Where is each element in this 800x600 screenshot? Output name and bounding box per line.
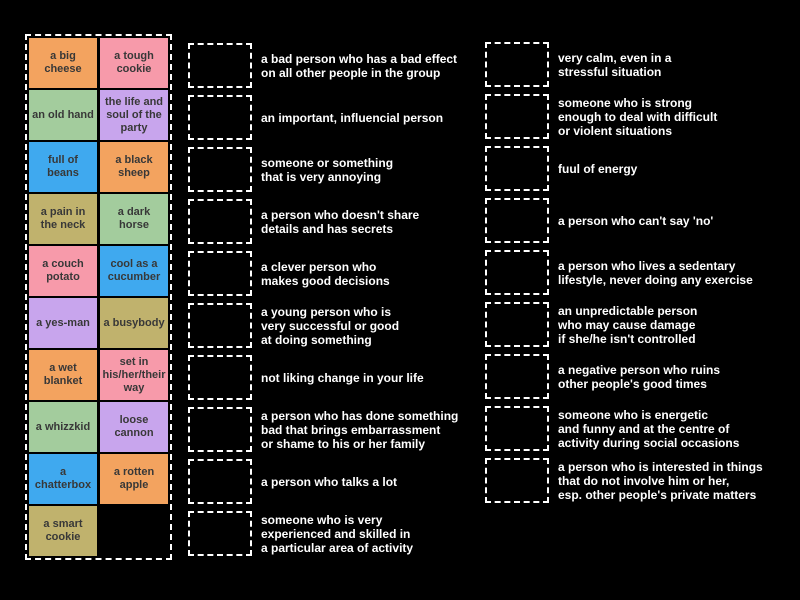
- definition-text: someone who is strong enough to deal wit…: [558, 95, 718, 138]
- keyword-card[interactable]: a black sheep: [100, 142, 168, 192]
- definition-text: a person who is interested in things tha…: [558, 459, 763, 502]
- definition-text: someone who is very experienced and skil…: [261, 512, 414, 555]
- definition-text: a person who has done something bad that…: [261, 408, 459, 451]
- definition-text: a person who can't say 'no': [558, 213, 714, 228]
- keyword-card[interactable]: a pain in the neck: [29, 194, 97, 244]
- definition-row: a person who is interested in things tha…: [485, 458, 763, 503]
- answer-drop-zone[interactable]: [188, 95, 252, 140]
- definition-text: an important, influencial person: [261, 110, 444, 125]
- keyword-card[interactable]: cool as a cucumber: [100, 246, 168, 296]
- definition-text: an unpredictable person who may cause da…: [558, 303, 698, 346]
- definition-row: a clever person who makes good decisions: [188, 251, 458, 296]
- definition-row: a person who doesn't share details and h…: [188, 199, 458, 244]
- definition-row: an unpredictable person who may cause da…: [485, 302, 763, 347]
- definition-row: someone who is very experienced and skil…: [188, 511, 458, 556]
- answer-drop-zone[interactable]: [188, 43, 252, 88]
- definition-text: a person who lives a sedentary lifestyle…: [558, 258, 753, 287]
- keyword-card[interactable]: a wet blanket: [29, 350, 97, 400]
- definition-row: someone who is energetic and funny and a…: [485, 406, 763, 451]
- answer-drop-zone[interactable]: [485, 354, 549, 399]
- answer-drop-zone[interactable]: [188, 303, 252, 348]
- definition-text: a person who doesn't share details and h…: [261, 207, 420, 236]
- answer-drop-zone[interactable]: [188, 199, 252, 244]
- answer-drop-zone[interactable]: [188, 251, 252, 296]
- answer-drop-zone[interactable]: [188, 147, 252, 192]
- answer-drop-zone[interactable]: [485, 42, 549, 87]
- definition-text: someone who is energetic and funny and a…: [558, 407, 740, 450]
- definition-text: a young person who is very successful or…: [261, 304, 400, 347]
- definitions-column-2: very calm, even in a stressful situation…: [485, 42, 763, 503]
- definition-row: not liking change in your life: [188, 355, 458, 400]
- definition-row: a person who can't say 'no': [485, 198, 763, 243]
- definition-text: a person who talks a lot: [261, 474, 398, 489]
- answer-drop-zone[interactable]: [485, 406, 549, 451]
- definition-text: a bad person who has a bad effect on all…: [261, 51, 458, 80]
- definition-text: a negative person who ruins other people…: [558, 362, 721, 391]
- definition-row: someone who is strong enough to deal wit…: [485, 94, 763, 139]
- definition-row: someone or something that is very annoyi…: [188, 147, 458, 192]
- definition-row: an important, influencial person: [188, 95, 458, 140]
- keyword-card[interactable]: a whizzkid: [29, 402, 97, 452]
- answer-drop-zone[interactable]: [485, 250, 549, 295]
- keyword-card[interactable]: set in his/her/their way: [100, 350, 168, 400]
- keyword-card[interactable]: a busybody: [100, 298, 168, 348]
- definition-text: fuul of energy: [558, 161, 638, 176]
- definition-text: a clever person who makes good decisions: [261, 259, 390, 288]
- answer-drop-zone[interactable]: [188, 407, 252, 452]
- definitions-column-1: a bad person who has a bad effect on all…: [188, 43, 458, 556]
- answer-drop-zone[interactable]: [485, 94, 549, 139]
- definition-row: a bad person who has a bad effect on all…: [188, 43, 458, 88]
- keyword-card[interactable]: an old hand: [29, 90, 97, 140]
- definition-row: fuul of energy: [485, 146, 763, 191]
- answer-drop-zone[interactable]: [188, 511, 252, 556]
- answer-drop-zone[interactable]: [188, 355, 252, 400]
- definition-text: someone or something that is very annoyi…: [261, 155, 394, 184]
- keyword-card[interactable]: a yes-man: [29, 298, 97, 348]
- keyword-card[interactable]: a dark horse: [100, 194, 168, 244]
- keyword-card[interactable]: a couch potato: [29, 246, 97, 296]
- keyword-card[interactable]: loose cannon: [100, 402, 168, 452]
- answer-drop-zone[interactable]: [485, 198, 549, 243]
- definition-text: very calm, even in a stressful situation: [558, 50, 672, 79]
- definition-row: a person who lives a sedentary lifestyle…: [485, 250, 763, 295]
- answer-drop-zone[interactable]: [485, 146, 549, 191]
- definition-row: a person who talks a lot: [188, 459, 458, 504]
- answer-drop-zone[interactable]: [485, 458, 549, 503]
- keyword-card[interactable]: full of beans: [29, 142, 97, 192]
- definition-text: not liking change in your life: [261, 370, 424, 385]
- keyword-card[interactable]: a rotten apple: [100, 454, 168, 504]
- definition-row: a young person who is very successful or…: [188, 303, 458, 348]
- definition-row: a negative person who ruins other people…: [485, 354, 763, 399]
- keyword-card[interactable]: a tough cookie: [100, 38, 168, 88]
- keyword-card[interactable]: a chatterbox: [29, 454, 97, 504]
- answer-drop-zone[interactable]: [188, 459, 252, 504]
- keyword-card[interactable]: the life and soul of the party: [100, 90, 168, 140]
- definition-row: very calm, even in a stressful situation: [485, 42, 763, 87]
- keyword-card[interactable]: a big cheese: [29, 38, 97, 88]
- answer-drop-zone[interactable]: [485, 302, 549, 347]
- keyword-card[interactable]: a smart cookie: [29, 506, 97, 556]
- definition-row: a person who has done something bad that…: [188, 407, 458, 452]
